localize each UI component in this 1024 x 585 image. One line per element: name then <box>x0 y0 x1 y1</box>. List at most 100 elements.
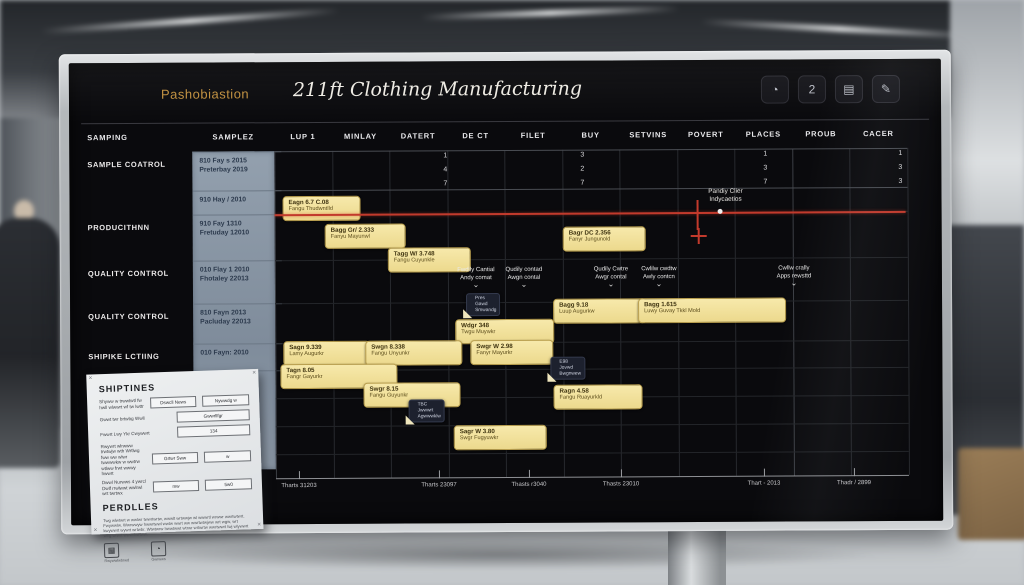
row-date-start: 910 Hay / 2010 <box>199 196 247 204</box>
tooltip-line: Bwgnwew <box>559 371 582 377</box>
today-marker-dot <box>717 208 723 214</box>
column-header-minlay: MINLAY <box>344 131 377 141</box>
task-bar-subtitle: Fangu Cuyunkle <box>393 257 435 264</box>
task-bar-subtitle: Luup Augurkw <box>559 308 595 315</box>
cardboard-box <box>958 448 1024 540</box>
count-value: 1 <box>763 150 768 158</box>
globe-icon[interactable]: ◔ <box>760 75 790 104</box>
column-header-cacer: CACER <box>863 128 894 139</box>
count-value: 3 <box>580 151 585 159</box>
grid-hline <box>275 450 909 456</box>
task-bar-subtitle: Fanyr Jungunold <box>568 236 611 243</box>
task-bar-subtitle: Twgu Muywkr <box>461 329 496 336</box>
paper-heading: SHIPTINES <box>98 382 156 395</box>
milestone-label: Pandiy Clier Indycaetios <box>677 188 773 204</box>
axis-tick <box>620 469 622 478</box>
task-bar-subtitle: Lamy Augurkr <box>289 350 324 358</box>
axis-label: Tharts 23097 <box>421 482 457 489</box>
chevron-down-icon[interactable]: ⌄ <box>655 279 663 289</box>
grid-vline <box>389 150 393 478</box>
page-title: 211ft Clothing Manufacturing <box>292 77 583 102</box>
grid-vline <box>792 148 795 476</box>
count-value: 7 <box>443 180 448 188</box>
grid-vline <box>446 150 450 478</box>
row-date-end: Fretuday 12010 <box>199 229 250 237</box>
paper-field-box: Grtwr Sww <box>151 451 199 465</box>
count-value: 3 <box>898 177 903 185</box>
board-stand <box>668 528 726 585</box>
grid-vline <box>849 148 853 476</box>
ruler-icon[interactable]: ▤ <box>834 75 864 104</box>
grid-hline <box>275 422 909 428</box>
bright-area-right <box>950 0 1024 230</box>
paper-heading-2: PERDLLES <box>102 500 159 513</box>
axis-tick <box>853 468 855 477</box>
column-header-places: PLACES <box>745 129 781 139</box>
paper-field-label: Fwwrt Lwy Ykr Cwywwrt <box>100 430 150 437</box>
paper-field-box: Gwwrllfgr <box>176 409 250 423</box>
task-bar-subtitle: Luwy Guvay Tkkl Mold <box>644 307 701 315</box>
pencil-icon[interactable]: ✎ <box>871 74 901 104</box>
count-value: 1 <box>443 152 448 160</box>
row-date-start: 810 Fayn 2013 <box>200 309 247 317</box>
column-header-proub: PROUB <box>805 129 837 139</box>
header-divider <box>81 118 930 125</box>
row-date-start: 910 Fay 1310 <box>199 220 242 228</box>
paper-icon-caption: Rwywwlwbrwd <box>104 557 130 563</box>
chevron-down-icon[interactable]: ⌄ <box>520 279 528 289</box>
count-value: 3 <box>898 163 903 171</box>
column-header-de-ct: DE CT <box>462 131 489 141</box>
milestone-line2: Indycaetios <box>709 195 742 203</box>
corner-mark: ✕ <box>251 369 257 377</box>
column-header-setvins: SETVINS <box>629 130 668 140</box>
count-value: 4 <box>443 166 448 174</box>
task-bar-subtitle: Fangu Ruayurkld <box>559 394 603 401</box>
axis-tick <box>298 471 300 480</box>
chevron-down-icon[interactable]: ⌄ <box>790 278 798 288</box>
axis-tick <box>438 470 440 479</box>
axis-label: Thasts r3040 <box>511 481 547 488</box>
count-badge[interactable]: 2 <box>797 75 827 104</box>
tooltip-line: Smwandg <box>475 308 497 314</box>
row-label: PRODUCITHNN <box>87 222 150 233</box>
row-date-start: 010 Fayn: 2010 <box>200 349 249 357</box>
paper-field-label: Gwwt twr brtwbg Wwll <box>99 415 145 423</box>
row-label: SAMPLE COATROL <box>87 159 166 170</box>
column-header-lup-1: LUP 1 <box>290 131 316 142</box>
stamp-icon: ◔ <box>150 540 166 557</box>
paper-form-row: Shyww w trwwtwtl fw hwll wlwwrt wf tw lw… <box>99 394 250 410</box>
count-stack: 1 3 3 <box>895 147 905 189</box>
x-axis <box>275 474 909 480</box>
display-board: Pashobiastion 211ft Clothing Manufacturi… <box>58 49 954 563</box>
axis-label: Thasts 23010 <box>602 481 640 488</box>
task-bar-subtitle: Fanyu Mayunwl <box>330 233 370 240</box>
task-bar-subtitle: Fangu Thudwntlld <box>288 205 333 213</box>
row-date-end: Preterbay 2019 <box>199 166 248 174</box>
column-header-samping: SAMPING <box>87 132 128 143</box>
today-line <box>274 210 906 217</box>
person-head <box>14 200 34 222</box>
count-value: 1 <box>898 149 903 157</box>
column-header-povert: POVERT <box>687 129 724 140</box>
grid-hline <box>274 147 908 153</box>
task-bar-subtitle: Swgr Fugyuwkr <box>459 435 499 442</box>
row-dates: 910 Hay / 2010 <box>192 190 282 215</box>
